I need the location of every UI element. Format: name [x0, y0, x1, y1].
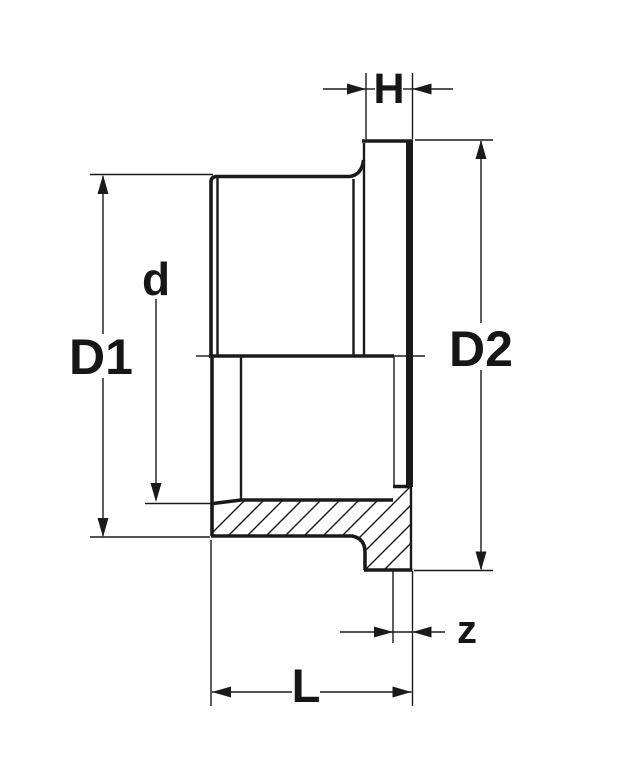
- dimension-D1: D1: [69, 173, 213, 538]
- arrowhead-left-icon: [412, 83, 432, 95]
- arrowhead-down-icon: [97, 518, 109, 537]
- dimension-L: L: [210, 540, 412, 712]
- arrowhead-up-icon: [475, 140, 487, 159]
- arrowhead-right-icon: [374, 626, 393, 638]
- dimension-d: d: [142, 253, 213, 505]
- dimension-H: H: [323, 65, 453, 139]
- arrowhead-left-icon: [412, 626, 432, 638]
- body-to-flange-fillet: [349, 159, 366, 179]
- dimension-label-H: H: [373, 65, 404, 113]
- dimension-label-z: z: [457, 608, 477, 652]
- dimension-label-D2: D2: [449, 321, 513, 377]
- bore-surface-line: [212, 498, 393, 506]
- outer-fillet: [351, 534, 367, 570]
- arrowhead-right-icon: [392, 686, 412, 698]
- fitting-outline: [196, 139, 425, 572]
- dimension-z: z: [340, 571, 477, 706]
- dimension-label-L: L: [292, 659, 321, 712]
- dimension-label-d: d: [142, 253, 170, 305]
- dimension-label-D1: D1: [69, 329, 133, 385]
- body-left-and-top-edge: [209, 174, 350, 355]
- arrowhead-up-icon: [97, 175, 109, 194]
- arrowhead-down-icon: [475, 551, 487, 571]
- arrowhead-left-icon: [212, 686, 231, 698]
- arrowhead-right-icon: [347, 83, 366, 95]
- dimension-D2: D2: [414, 139, 513, 572]
- arrowhead-down-icon: [150, 483, 162, 502]
